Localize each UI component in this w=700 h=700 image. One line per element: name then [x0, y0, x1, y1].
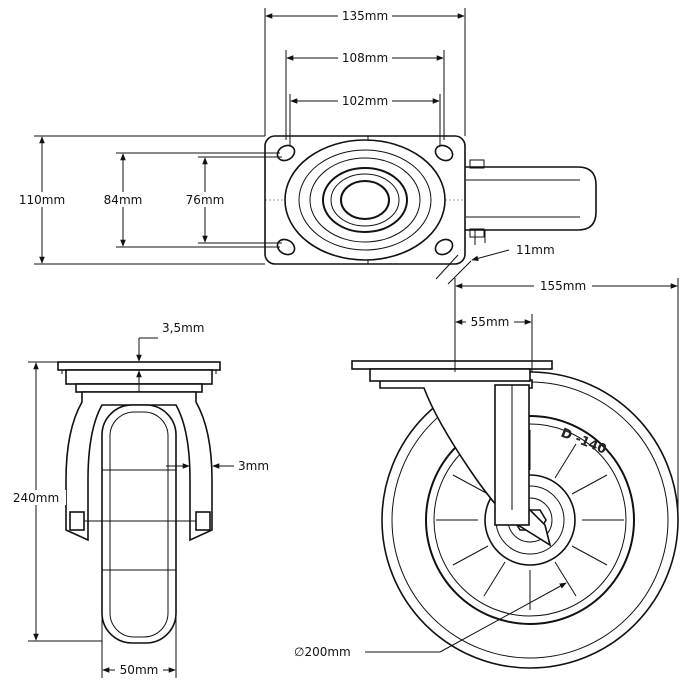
- front-view: 3,5mm 3mm 240mm 50mm: [6, 321, 269, 678]
- dim-plate-thickness: 3,5mm: [162, 321, 204, 335]
- side-plate: [351, 360, 553, 370]
- dim-wheel-width: 50mm: [120, 663, 159, 677]
- dim-fork-thickness: 3mm: [238, 459, 269, 473]
- dim-hole-span-long-inner: 76mm: [186, 193, 225, 207]
- top-view: 135mm 108mm 102mm 110mm 84mm 76mm: [14, 8, 597, 285]
- top-view-wheel: [454, 166, 597, 231]
- dim-wheel-diameter: ∅200mm: [294, 645, 351, 659]
- dim-swivel-offset: 55mm: [471, 315, 510, 329]
- dim-hole-diameter: 11mm: [516, 243, 555, 257]
- dim-plate-length: 110mm: [19, 193, 65, 207]
- dim-top-overall-width: 135mm: [342, 9, 388, 23]
- dim-overall-height: 240mm: [13, 491, 59, 505]
- dim-top-hole-span-inner: 102mm: [342, 94, 388, 108]
- dim-hole-span-long-outer: 84mm: [104, 193, 143, 207]
- dim-top-hole-span-outer: 108mm: [342, 51, 388, 65]
- side-view: D -140 155mm 55mm ∅200mm: [294, 278, 679, 669]
- dim-offset-total: 155mm: [540, 279, 586, 293]
- front-plate: [57, 361, 221, 371]
- swivel-bearing: [284, 139, 446, 261]
- front-wheel: [101, 404, 177, 644]
